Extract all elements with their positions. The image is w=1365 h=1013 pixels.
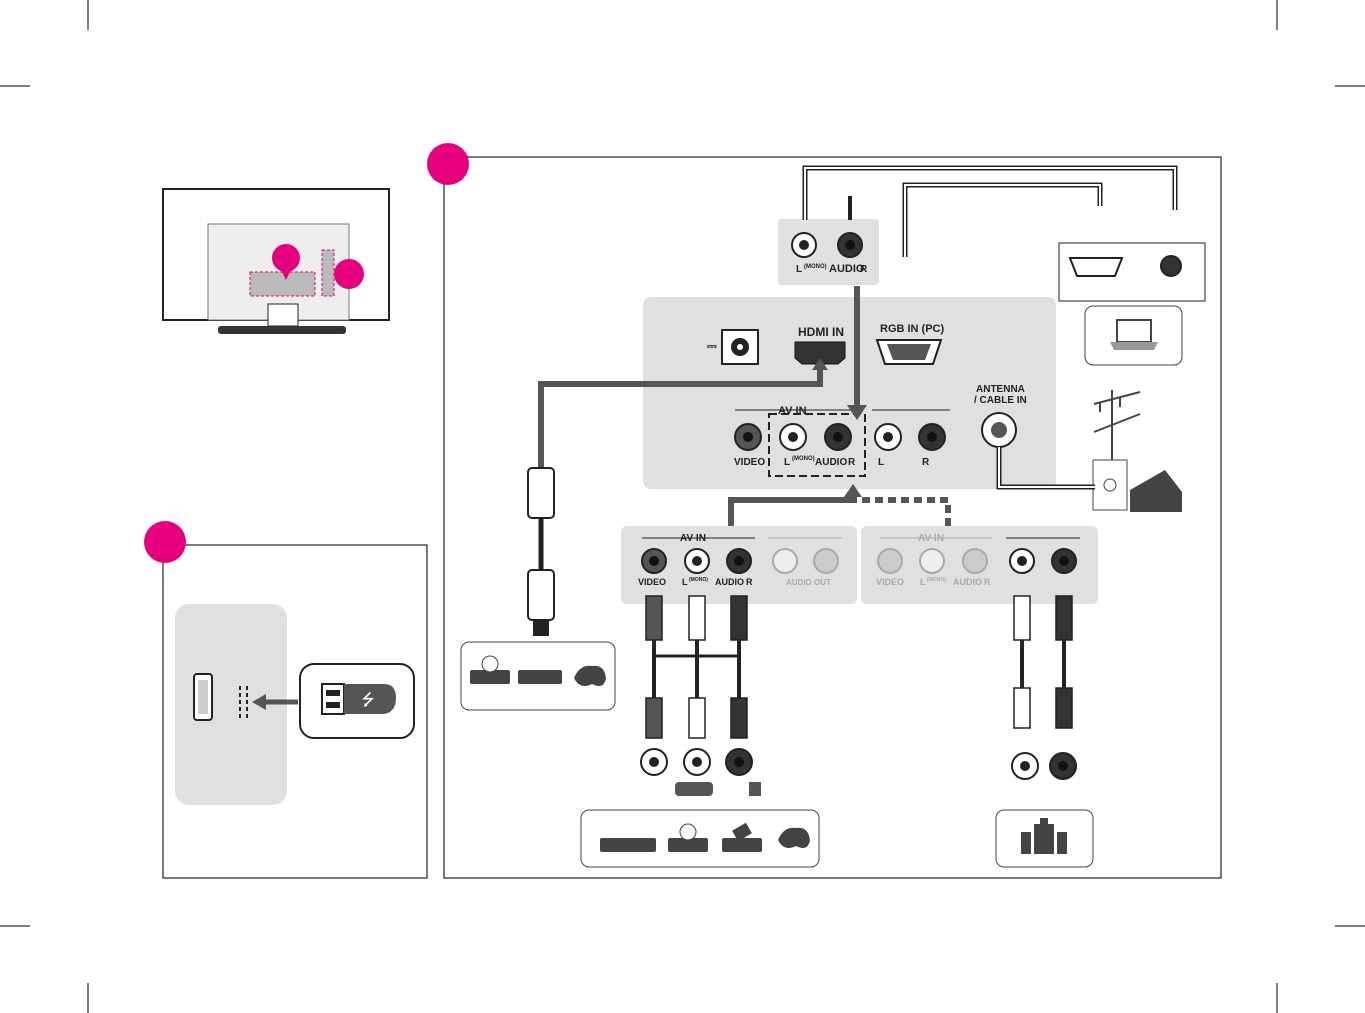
tv-av-in-label: AV IN [778, 405, 807, 417]
antenna-label: ANTENNA [976, 384, 1025, 395]
out-r-label: R [984, 577, 991, 587]
usb-section: ⭍ [144, 521, 427, 878]
tv-audio-label: AUDIO [815, 457, 847, 468]
main-section-badge [427, 143, 469, 185]
dev-l-label: L [682, 577, 688, 587]
dev-av-in-label: AV IN [680, 533, 706, 544]
hdmi-cable-icon [528, 468, 554, 636]
tv-video-label: VIDEO [734, 457, 765, 468]
laptop-icon [1085, 306, 1182, 365]
top-audio-l: L [796, 264, 802, 275]
rgb-in-label: RGB IN (PC) [880, 323, 945, 335]
tv-r-label: R [848, 457, 856, 468]
hdmi-in-label: HDMI IN [798, 325, 844, 339]
tv-out-r-label: R [922, 457, 930, 468]
dev-audio-label: AUDIO [715, 577, 744, 587]
out-video-label: VIDEO [876, 577, 904, 587]
dev-video-label: VIDEO [638, 577, 666, 587]
house-icon [1093, 460, 1182, 512]
antenna-icon [1094, 390, 1140, 460]
vcr-icon [600, 838, 656, 852]
tv-mono-label: (MONO) [792, 456, 815, 462]
top-audio-r: R [860, 264, 868, 275]
out-audio-label: AUDIO [953, 577, 982, 587]
rca-plugs [646, 596, 1072, 738]
top-audio-mono: (MONO) [804, 264, 827, 270]
dev-audio-out-label: AUDIO OUT [786, 578, 831, 587]
tv-l-label: L [784, 457, 790, 468]
usb-stick-icon: ⭍ [300, 664, 414, 738]
svg-text:⭍: ⭍ [361, 690, 374, 709]
out-mono-label: (MONO) [927, 577, 946, 583]
set-top-box-icon [518, 670, 562, 684]
tv-back-icon [163, 189, 389, 334]
out-av-in-label: AV IN [918, 533, 944, 544]
rca-cables [654, 640, 1064, 700]
out-l-label: L [920, 577, 926, 587]
dc-symbol: ⎓ [707, 339, 717, 353]
cable-in-label: / CABLE IN [974, 395, 1027, 406]
device-jacks-bottom [641, 749, 1076, 796]
tv-out-l-label: L [878, 457, 884, 468]
dev-r-label: R [746, 577, 753, 587]
dev-mono-label: (MONO) [689, 577, 708, 583]
